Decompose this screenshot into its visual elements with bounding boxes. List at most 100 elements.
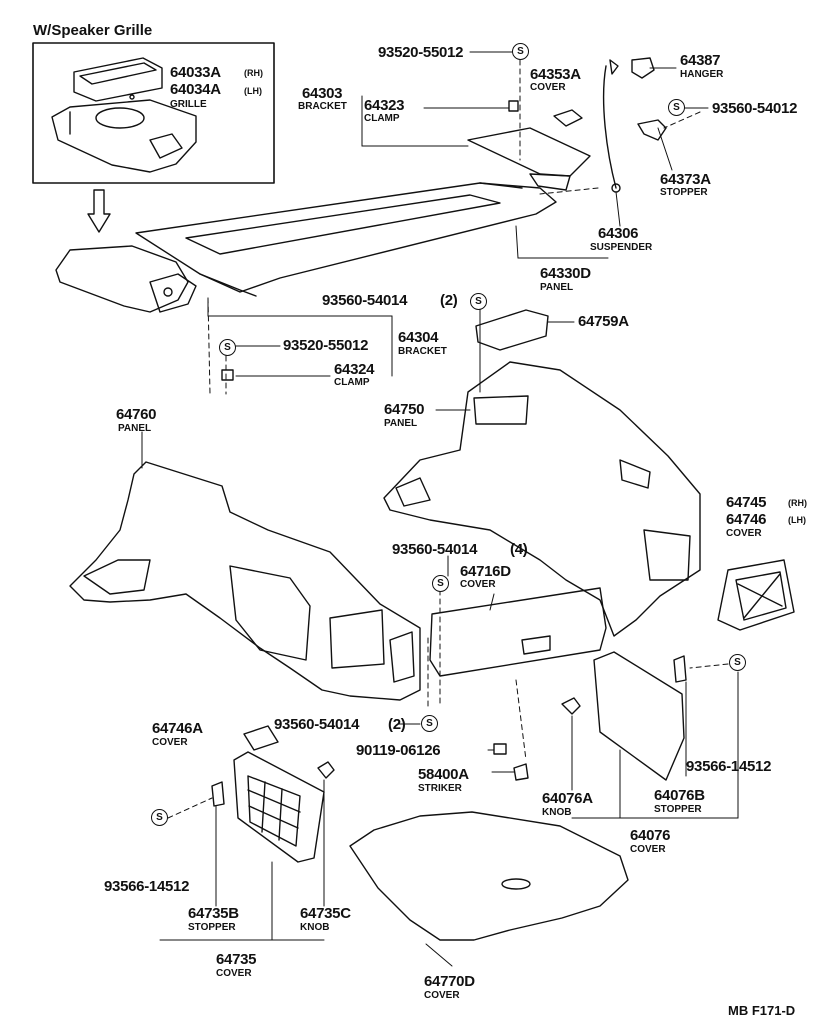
- stopper-64373A-drawing: [637, 119, 667, 141]
- part-name-bracket: BRACKET: [398, 346, 447, 357]
- part-name-cover: COVER: [726, 528, 762, 539]
- quantity-label: (2): [440, 292, 458, 309]
- part-name-suspender: SUSPENDER: [590, 242, 653, 253]
- part-number-64303: 64303: [302, 85, 343, 102]
- part-number-64033A: 64033A: [170, 64, 221, 81]
- hanger-64387-drawing: [631, 57, 655, 79]
- part-name-cover: COVER: [216, 968, 252, 979]
- clamp-64323-drawing: [508, 100, 519, 112]
- part-number-64760: 64760: [116, 406, 157, 423]
- bracket-64759A-drawing: [475, 309, 549, 351]
- part-name-panel: PANEL: [118, 423, 152, 434]
- part-number-64759A: 64759A: [578, 313, 629, 330]
- part-number-64304: 64304: [398, 329, 439, 346]
- part-name-bracket: BRACKET: [298, 101, 347, 112]
- part-name-cover: COVER: [460, 579, 496, 590]
- screw-mark: S: [668, 99, 685, 116]
- part-number-64745: 64745: [726, 494, 767, 511]
- part-number-64746: 64746: [726, 511, 767, 528]
- part-name-stopper: STOPPER: [660, 187, 708, 198]
- part-name-knob: KNOB: [542, 807, 572, 818]
- part-number-64373A: 64373A: [660, 171, 711, 188]
- inset-pointer-arrow: [87, 189, 111, 233]
- suspender-64306-drawing: [602, 59, 621, 193]
- screw-mark: S: [151, 809, 168, 826]
- part-name-grille: GRILLE: [170, 99, 207, 110]
- part-number-64735C: 64735C: [300, 905, 351, 922]
- screw-mark: S: [729, 654, 746, 671]
- part-name-panel: PANEL: [384, 418, 418, 429]
- striker-58400A-drawing: [513, 763, 529, 781]
- stopper-64735B-drawing: [211, 781, 225, 807]
- part-number-64353A: 64353A: [530, 66, 581, 83]
- floor-mat-64770D-drawing: [349, 811, 629, 941]
- screw-mark: S: [512, 43, 529, 60]
- part-number-90119-06126: 90119-06126: [356, 742, 441, 759]
- part-name-stopper: STOPPER: [188, 922, 236, 933]
- cover-64745-drawing: [717, 559, 795, 631]
- panel-64750-drawing: [383, 361, 701, 637]
- part-number-64330D: 64330D: [540, 265, 591, 282]
- part-name-striker: STRIKER: [418, 783, 462, 794]
- fastener-dashed-lines: [167, 59, 729, 819]
- part-name-stopper: STOPPER: [654, 804, 702, 815]
- screw-mark: S: [432, 575, 449, 592]
- screw-mark: S: [470, 293, 487, 310]
- knob-64735C-drawing: [317, 761, 335, 779]
- part-number-64746A: 64746A: [152, 720, 203, 737]
- cover-64716D-drawing: [429, 587, 607, 677]
- part-number-58400A: 58400A: [418, 766, 469, 783]
- quantity-label: (2): [388, 716, 406, 733]
- part-number-64306: 64306: [598, 225, 639, 242]
- part-name-clamp: CLAMP: [334, 377, 370, 388]
- part-number-64770D: 64770D: [424, 973, 475, 990]
- part-number-93520-55012: 93520-55012: [378, 44, 464, 61]
- part-name-clamp: CLAMP: [364, 113, 400, 124]
- cover-64076-drawing: [593, 651, 685, 781]
- package-tray-panel-drawing: [135, 182, 557, 297]
- cover-64353A-drawing: [553, 109, 583, 127]
- part-name-hanger: HANGER: [680, 69, 724, 80]
- screw-mark: S: [421, 715, 438, 732]
- clamp-64324-drawing: [221, 369, 234, 381]
- part-number-64387: 64387: [680, 52, 721, 69]
- part-number-93520-55012: 93520-55012: [283, 337, 369, 354]
- side-lh: (LH): [788, 515, 806, 525]
- diagram-code: MB F171-D: [728, 1003, 796, 1018]
- part-number-93560-54014: 93560-54014: [274, 716, 360, 733]
- part-name-cover: COVER: [530, 82, 566, 93]
- part-number-64076A: 64076A: [542, 790, 593, 807]
- part-name-cover: COVER: [630, 844, 666, 855]
- part-name-cover: COVER: [424, 990, 460, 1001]
- part-number-64324: 64324: [334, 361, 375, 378]
- cover-64735-drawing: [233, 751, 325, 863]
- part-number-93566-14512: 93566-14512: [104, 878, 190, 895]
- part-number-93560-54014: 93560-54014: [322, 292, 408, 309]
- screw-mark: S: [219, 339, 236, 356]
- part-number-93560-54014: 93560-54014: [392, 541, 478, 558]
- knob-64076A-drawing: [561, 697, 581, 715]
- stopper-64076B-drawing: [673, 655, 687, 683]
- part-number-64750: 64750: [384, 401, 425, 418]
- inset-speaker-panel-drawing: [51, 99, 197, 173]
- part-number-64716D: 64716D: [460, 563, 511, 580]
- bracket-64303-drawing: [467, 127, 591, 191]
- part-number-64735: 64735: [216, 951, 257, 968]
- part-number-93566-14512: 93566-14512: [686, 758, 772, 775]
- part-number-64735B: 64735B: [188, 905, 239, 922]
- quantity-label: (4): [510, 541, 528, 558]
- part-number-93560-54012: 93560-54012: [712, 100, 798, 117]
- side-lh: (LH): [244, 86, 262, 96]
- leader-lines: [141, 51, 739, 967]
- speaker-grille-drawing: [73, 57, 163, 102]
- side-rh: (RH): [788, 498, 807, 508]
- panel-64760-drawing: [69, 461, 421, 701]
- inset-title: W/Speaker Grille: [33, 22, 153, 39]
- cover-64746A-drawing: [243, 725, 279, 751]
- speaker-grille-inset-frame: [32, 42, 275, 184]
- part-name-cover: COVER: [152, 737, 188, 748]
- part-number-64034A: 64034A: [170, 81, 221, 98]
- part-name-panel: PANEL: [540, 282, 574, 293]
